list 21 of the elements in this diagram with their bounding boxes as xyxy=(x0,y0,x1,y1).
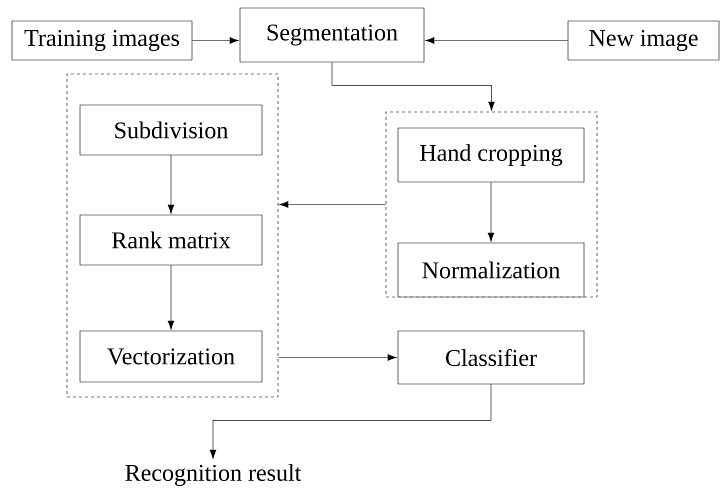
arrow xyxy=(425,37,568,44)
process-box: Vectorization xyxy=(80,330,262,382)
arrow xyxy=(210,384,492,459)
process-box: Classifier xyxy=(398,330,584,384)
process-box: Segmentation xyxy=(240,8,424,62)
result-text: Recognition result xyxy=(125,464,302,486)
process-box: Normalization xyxy=(398,242,584,298)
process-box: Training images xyxy=(12,20,192,60)
arrow xyxy=(278,354,397,361)
arrow xyxy=(332,62,495,111)
process-box: Subdivision xyxy=(80,104,262,156)
process-box: Rank matrix xyxy=(80,214,262,266)
group-frame xyxy=(386,112,598,298)
arrow xyxy=(488,182,494,242)
process-box: New image xyxy=(568,20,720,60)
arrow xyxy=(168,155,174,214)
arrow xyxy=(279,201,386,208)
arrow xyxy=(168,265,174,330)
process-box: Hand cropping xyxy=(398,128,584,182)
arrow xyxy=(192,37,239,44)
group-frame xyxy=(66,74,278,398)
